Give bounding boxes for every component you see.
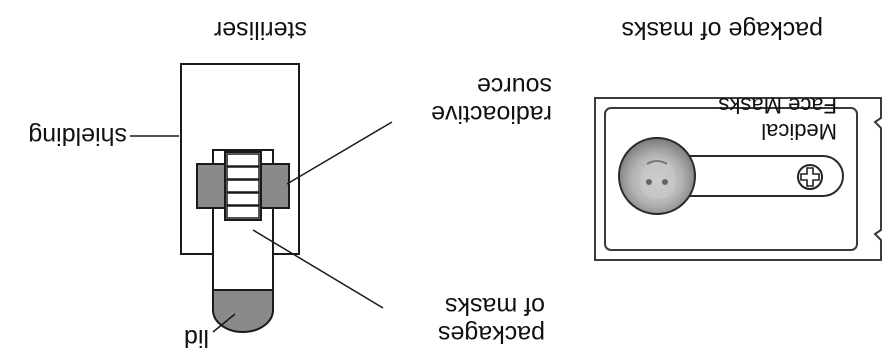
face-photo (618, 137, 696, 215)
title-steriliser: steriliser (213, 16, 307, 44)
leader-packages (252, 229, 384, 309)
label-of-masks: of masks (444, 292, 545, 320)
mask-package (594, 97, 882, 261)
package-text-face-masks: Face Masks (718, 93, 837, 118)
label-packages: packages (437, 320, 545, 348)
shield-shape (273, 262, 325, 290)
label-lid: lid (183, 324, 209, 352)
shielding-body (297, 234, 323, 290)
title-package-of-masks: package of masks (621, 16, 824, 44)
steriliser (130, 63, 393, 333)
mask-packages-stack (224, 151, 262, 221)
label-radioactive: radioactive (431, 100, 552, 128)
label-shielding: shielding (28, 122, 127, 150)
package-text-medical: Medical (761, 119, 837, 144)
medical-cross-icon (797, 164, 823, 190)
leader-radioactive (286, 121, 393, 185)
label-source: source (476, 72, 552, 100)
leader-lid (212, 313, 236, 333)
lid (212, 289, 274, 333)
